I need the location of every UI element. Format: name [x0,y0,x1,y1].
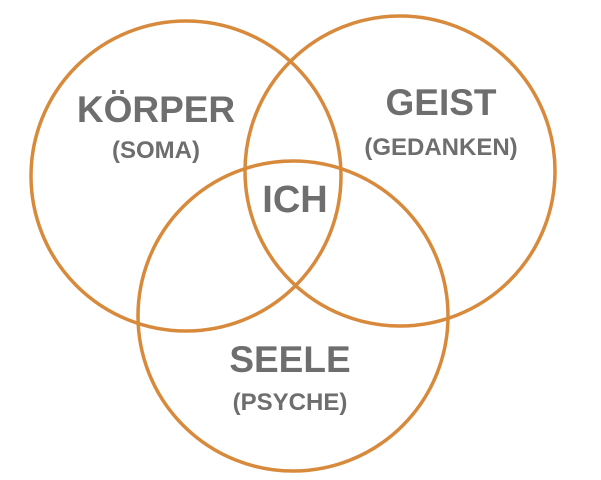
koerper-title: KÖRPER [77,89,235,130]
circle-geist [243,14,557,328]
geist-title: GEIST [385,82,496,123]
seele-title: SEELE [229,339,350,380]
seele-subtitle: (PSYCHE) [233,389,348,416]
circle-seele [136,159,450,473]
intersection-label: ICH [262,179,327,221]
geist-subtitle: (GEDANKEN) [364,134,517,161]
circle-koerper [29,19,343,333]
koerper-subtitle: (SOMA) [112,137,200,164]
